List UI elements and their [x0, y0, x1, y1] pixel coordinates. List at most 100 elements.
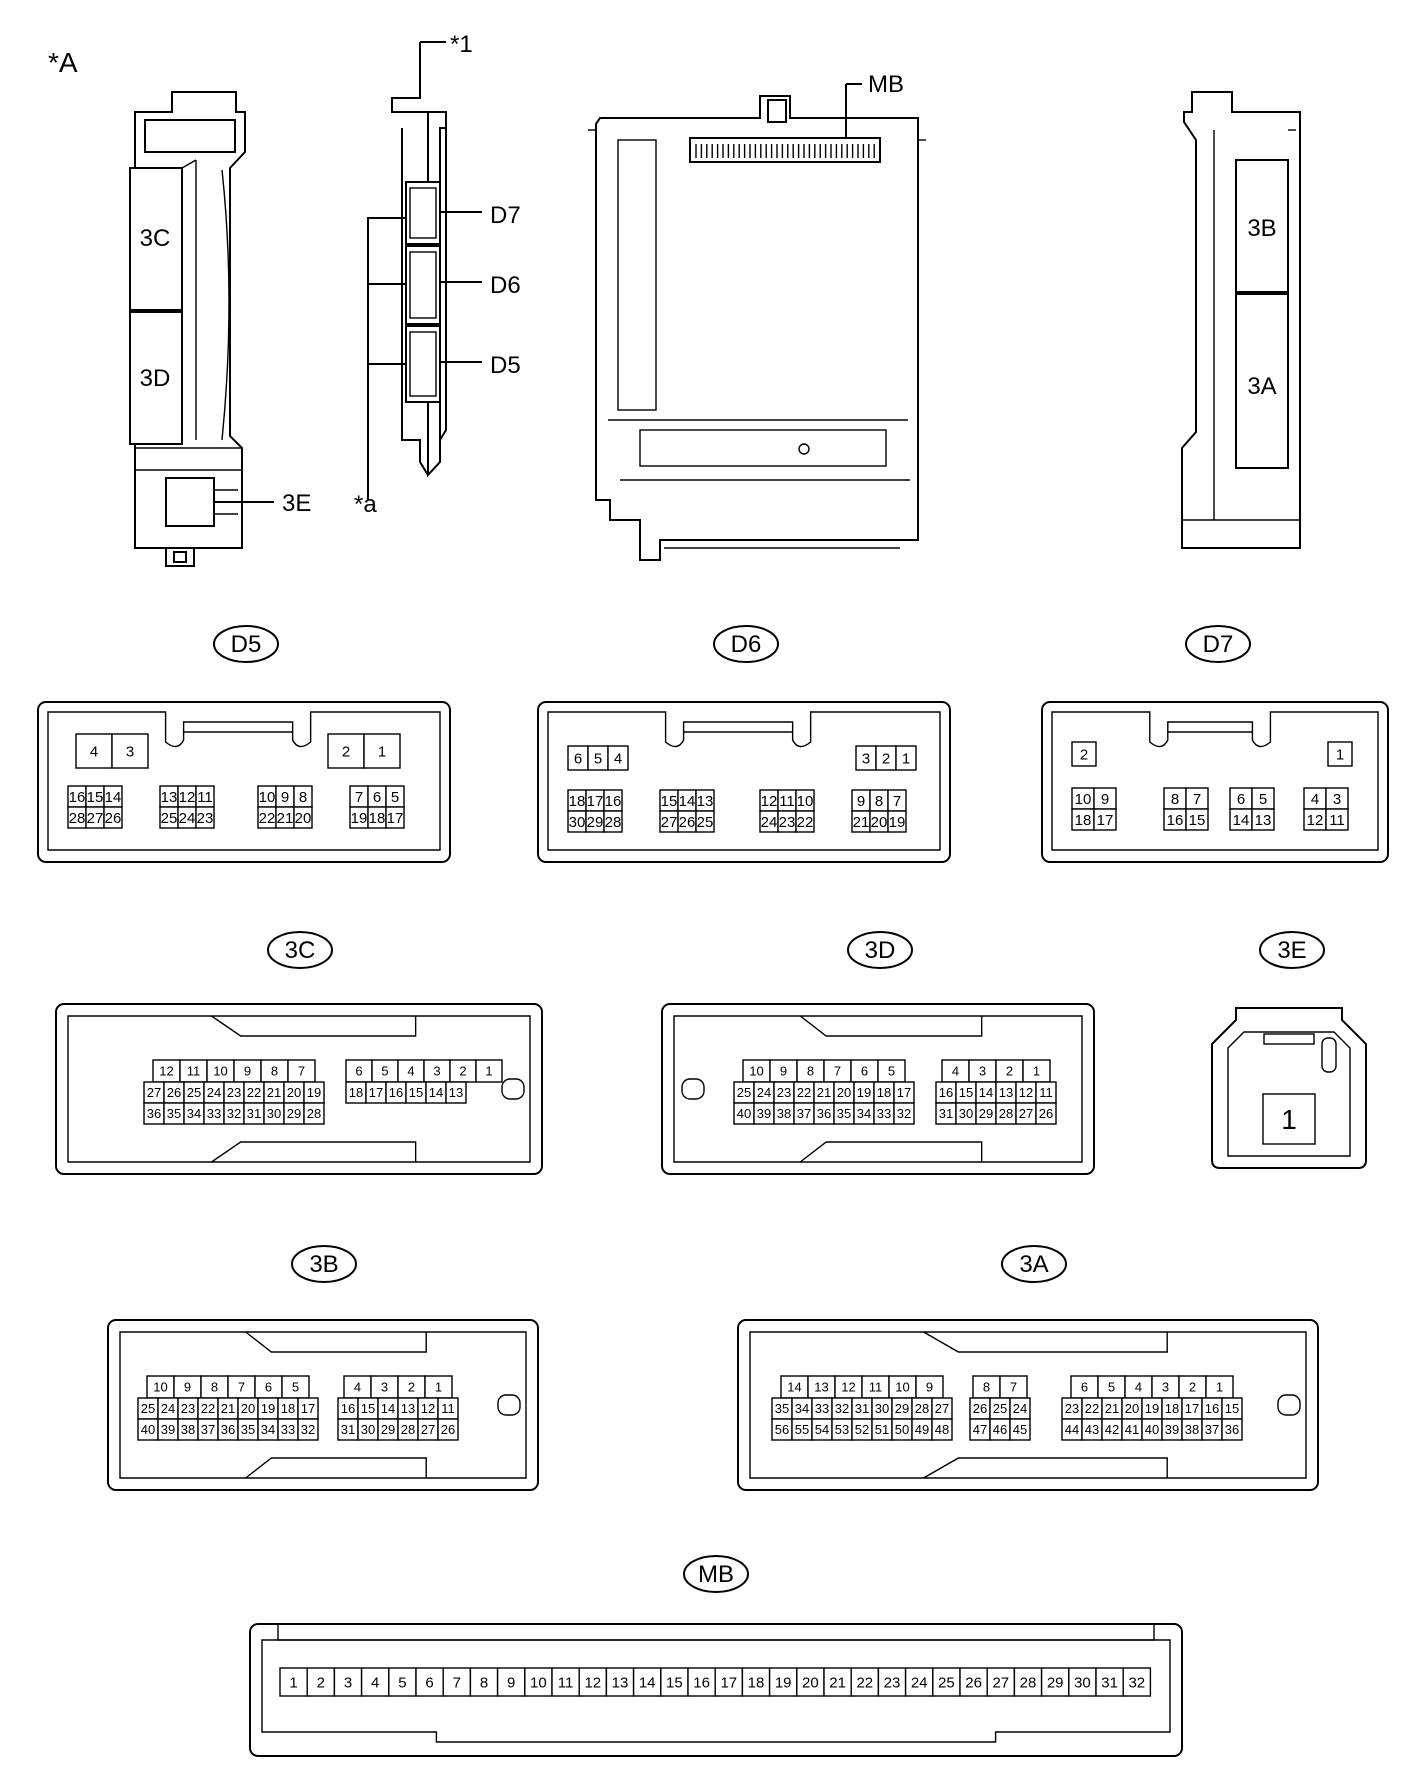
pin-number: 40: [737, 1106, 751, 1121]
pin-number: 9: [244, 1064, 251, 1079]
pin-number: 28: [999, 1106, 1013, 1121]
pin-number: 2: [408, 1380, 415, 1395]
pin-number: 12: [1307, 812, 1324, 829]
pin-number: 4: [1135, 1380, 1142, 1395]
pin-number: 6: [373, 789, 381, 806]
connector-label-3c: 3C: [267, 931, 333, 969]
pin-number: 55: [795, 1422, 809, 1437]
pin-number: 23: [779, 814, 796, 831]
pin-number: 35: [775, 1401, 789, 1416]
pin-number: 36: [221, 1422, 235, 1437]
pin-number: 28: [915, 1401, 929, 1416]
pin-number: 30: [875, 1401, 889, 1416]
pin-number: 8: [211, 1380, 218, 1395]
pin-number: 29: [381, 1422, 395, 1437]
pin-number: 14: [1233, 812, 1250, 829]
connector-label-d7: D7: [1185, 625, 1251, 663]
pin-number: 21: [277, 810, 294, 827]
pin-cell: [1327, 741, 1353, 767]
pin-number: 8: [480, 1674, 488, 1691]
pin-number: 26: [105, 810, 122, 827]
pin-number: 23: [227, 1085, 241, 1100]
pin-number: 13: [401, 1401, 415, 1416]
pin-number: 21: [221, 1401, 235, 1416]
pin-number: 23: [197, 810, 214, 827]
pin-number: 25: [187, 1085, 201, 1100]
pin-number: 15: [87, 789, 104, 806]
pin-number: 26: [167, 1085, 181, 1100]
pin-number: 38: [1185, 1422, 1199, 1437]
pin-number: 37: [201, 1422, 215, 1437]
pin-number: 18: [748, 1674, 765, 1691]
pin-number: 33: [815, 1401, 829, 1416]
callout-d5: D5: [490, 352, 521, 379]
pin-number: 4: [90, 743, 98, 760]
pin-number: 38: [777, 1106, 791, 1121]
svg-text:MB: MB: [698, 1561, 734, 1588]
pin-number: 30: [267, 1106, 281, 1121]
pin-cell: [795, 810, 815, 833]
pin-number: 39: [1165, 1422, 1179, 1437]
pin-number: 32: [227, 1106, 241, 1121]
pin-number: 14: [639, 1674, 656, 1691]
pin-number: 15: [409, 1085, 423, 1100]
pin-group: 1: [1327, 741, 1353, 767]
pin-number: 33: [877, 1106, 891, 1121]
connector-label-mb: MB: [683, 1555, 749, 1593]
pin-number: 52: [855, 1422, 869, 1437]
pin-number: 5: [1259, 791, 1267, 808]
pin-number: 26: [1039, 1106, 1053, 1121]
pin-number: 2: [459, 1064, 466, 1079]
side-label-3d: 3D: [140, 365, 171, 392]
pin-number: 34: [795, 1401, 809, 1416]
pin-cell: [293, 806, 313, 829]
pin-number: 24: [161, 1401, 175, 1416]
pin-number: 29: [895, 1401, 909, 1416]
pin-number: 49: [915, 1422, 929, 1437]
pin-cell: [303, 1102, 325, 1125]
pin-number: 48: [935, 1422, 949, 1437]
pin-number: 1: [1216, 1380, 1223, 1395]
pin-number: 8: [983, 1380, 990, 1395]
pin-cell: [475, 1059, 503, 1083]
pin-number: 29: [587, 814, 604, 831]
pin-number: 31: [855, 1401, 869, 1416]
pin-number: 3: [862, 750, 870, 767]
pin-number: 24: [761, 814, 778, 831]
pin-cell: [877, 1667, 907, 1697]
pin-number: 31: [247, 1106, 261, 1121]
pin-number: 21: [1105, 1401, 1119, 1416]
pin-number: 15: [1189, 812, 1206, 829]
pin-cell: [931, 1418, 953, 1441]
pin-number: 28: [307, 1106, 321, 1121]
pin-number: 26: [441, 1422, 455, 1437]
svg-text:D5: D5: [231, 631, 262, 658]
connector-label-d5: D5: [213, 625, 279, 663]
pin-number: 13: [161, 789, 178, 806]
pin-number: 23: [181, 1401, 195, 1416]
pin-number: 13: [612, 1674, 629, 1691]
pin-number: 2: [1006, 1064, 1013, 1079]
right-side-view: 3B 3A: [1181, 91, 1301, 549]
center-unit: MB: [588, 71, 926, 561]
pin-number: 21: [853, 814, 870, 831]
pin-number: 32: [835, 1401, 849, 1416]
pin-cell: [1325, 808, 1349, 831]
pin-number: 17: [587, 793, 604, 810]
pin-number: 21: [829, 1674, 846, 1691]
pin-number: 40: [1145, 1422, 1159, 1437]
pin-number: 24: [179, 810, 196, 827]
callout-3e: 3E: [282, 490, 311, 517]
pin-number: 4: [952, 1064, 959, 1079]
pin-number: 23: [777, 1085, 791, 1100]
pin-number: 7: [1193, 791, 1201, 808]
pin-number: 8: [1171, 791, 1179, 808]
pin-number: 11: [1329, 812, 1345, 829]
